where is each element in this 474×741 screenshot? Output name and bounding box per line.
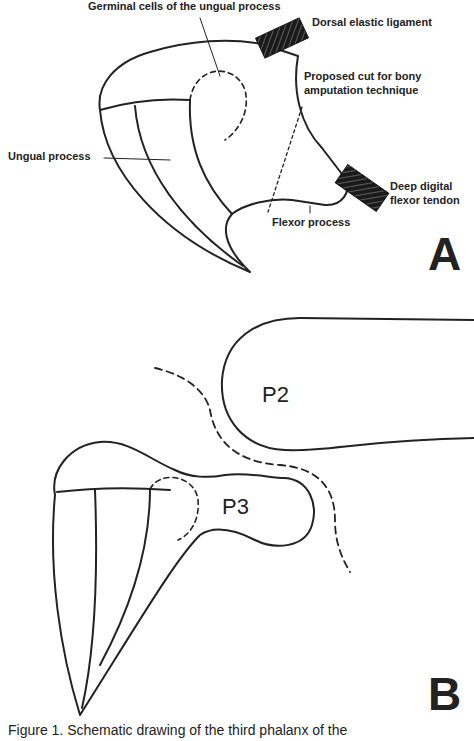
panel-letter: A	[428, 226, 461, 284]
part-label: Dorsal elastic ligament	[312, 16, 432, 30]
claw-base-line	[100, 99, 190, 110]
claw-inner-curve	[82, 490, 96, 708]
flexor-tendon	[335, 165, 389, 212]
claw-base-line	[57, 488, 170, 492]
bone-label: P2	[262, 381, 289, 409]
germinal-cells-outline	[150, 477, 198, 540]
claw-inner-curve	[135, 106, 243, 266]
third-phalanx-outline	[53, 442, 314, 715]
part-label: Germinal cells of the ungual process	[88, 0, 281, 14]
second-phalanx-outline	[222, 318, 474, 450]
part-label: Ungual process	[8, 150, 91, 164]
ungual-process-edge	[100, 489, 150, 665]
amputation-cut-line	[268, 107, 302, 212]
part-label: Flexor process	[272, 216, 350, 230]
panel-letter: B	[428, 666, 461, 724]
leader-line	[200, 18, 220, 76]
part-label: Proposed cut for bony amputation techniq…	[304, 70, 469, 98]
figure-caption: Figure 1. Schematic drawing of the third…	[8, 722, 347, 740]
part-label: Deep digital flexor tendon	[390, 180, 470, 208]
leader-line	[104, 158, 170, 160]
germinal-cells-outline	[190, 71, 246, 140]
dorsal-ligament	[256, 18, 309, 58]
leader-line	[310, 206, 311, 213]
ungual-process-edge	[190, 100, 232, 214]
bone-label: P3	[222, 493, 249, 521]
